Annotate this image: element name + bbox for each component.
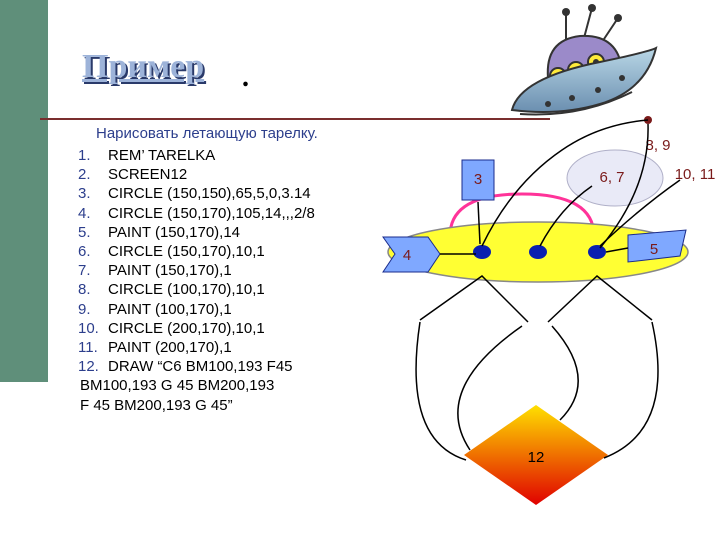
- program-line-8: 8. CIRCLE (100,170),10,1: [78, 280, 315, 299]
- program-line-2: 2. SCREEN12: [78, 165, 315, 184]
- program-line-1: 1. REM’ TARELKA: [78, 146, 315, 165]
- program-line-12: 12. DRAW “C6 BM100,193 F45: [78, 357, 315, 376]
- label-3-box: [461, 159, 495, 201]
- line-number: 5.: [78, 223, 91, 241]
- line-code: PAINT (200,170),1: [108, 339, 232, 357]
- saucer-dot-middle: [529, 245, 547, 259]
- dome-arc: [448, 192, 596, 237]
- label-12: 12: [528, 449, 545, 466]
- label-1011: 10, 11: [675, 166, 716, 183]
- line-number: 1.: [78, 147, 91, 164]
- line-code: DRAW “C6 BM100,193 F45: [108, 358, 293, 376]
- line-number: 12.: [78, 358, 99, 376]
- program-line-12-cont-1: BM100,193 G 45 BM200,193: [80, 377, 275, 395]
- line-number: 6.: [78, 243, 91, 261]
- label-12-diamond: [464, 405, 608, 505]
- line-code: PAINT (150,170),1: [108, 262, 232, 280]
- connector-12-d: [603, 321, 659, 459]
- label-3: 3: [474, 171, 482, 188]
- line-code: SCREEN12: [108, 166, 188, 184]
- line-number: 8.: [78, 281, 91, 299]
- line-code: CIRCLE (200,170),10,1: [108, 319, 265, 337]
- connector-12-c: [551, 325, 579, 421]
- line-number: 9.: [78, 300, 91, 318]
- left-accent-bar: [0, 0, 48, 382]
- connector-3-dome: [477, 201, 481, 245]
- label-89: 8, 9: [645, 137, 670, 154]
- program-line-7: 7. PAINT (150,170),1: [78, 261, 315, 280]
- program-line-10: 10. CIRCLE (200,170),10,1: [78, 319, 315, 338]
- program-line-12-cont-2: F 45 BM200,193 G 45”: [80, 396, 233, 414]
- program-line-3: 3. CIRCLE (150,150),65,5,0,3.14: [78, 184, 315, 203]
- saucer-dot-right: [588, 245, 606, 259]
- label-5-banner: [627, 229, 687, 263]
- connector-5-dot: [605, 247, 629, 253]
- program-line-5: 5. PAINT (150,170),14: [78, 223, 315, 242]
- title-divider: [40, 118, 550, 120]
- saucer-leg-left: [419, 275, 529, 323]
- saucer-leg-right: [547, 275, 653, 323]
- title-period: .: [242, 62, 249, 93]
- program-line-11: 11. PAINT (200,170),1: [78, 338, 315, 357]
- label-4: 4: [403, 247, 411, 264]
- line-number: 10.: [78, 319, 99, 337]
- label-67: 6, 7: [599, 169, 624, 186]
- program-line-6: 6. CIRCLE (150,170),10,1: [78, 242, 315, 261]
- program-listing: 1. REM’ TARELKA 2. SCREEN12 3. CIRCLE (150,…: [78, 146, 315, 415]
- program-line-4: 4. CIRCLE (150,170),105,14,,,2/8: [78, 204, 315, 223]
- connector-67: [539, 185, 593, 247]
- line-code: CIRCLE (150,150),65,5,0,3.14: [108, 185, 311, 203]
- line-code: REM’ TARELKA: [108, 147, 216, 164]
- saucer-dot-left: [473, 245, 491, 259]
- connector-12-a: [415, 321, 467, 461]
- label-67-oval: [566, 149, 664, 207]
- ufo-clipart-icon: [510, 4, 658, 124]
- line-code: CIRCLE (100,170),10,1: [108, 281, 265, 299]
- line-number: 3.: [78, 185, 91, 203]
- label-4-chevron: [382, 236, 441, 273]
- connector-89b: [599, 123, 649, 249]
- line-number: 11.: [78, 339, 98, 357]
- connector-1011: [599, 179, 681, 247]
- label-5: 5: [650, 241, 658, 258]
- line-number: 7.: [78, 262, 91, 280]
- line-code: CIRCLE (150,170),105,14,,,2/8: [108, 204, 315, 222]
- line-number: 2.: [78, 166, 91, 184]
- line-number: 4.: [78, 204, 91, 222]
- connector-12-b: [457, 325, 523, 451]
- connector-89: [481, 119, 649, 247]
- line-code: CIRCLE (150,170),10,1: [108, 243, 265, 261]
- slide-title: Пример: [82, 48, 205, 85]
- program-line-9: 9. PAINT (100,170),1: [78, 300, 315, 319]
- line-code: PAINT (100,170),1: [108, 300, 232, 318]
- line-code: PAINT (150,170),14: [108, 223, 241, 241]
- task-heading: Нарисовать летающую тарелку.: [96, 125, 318, 142]
